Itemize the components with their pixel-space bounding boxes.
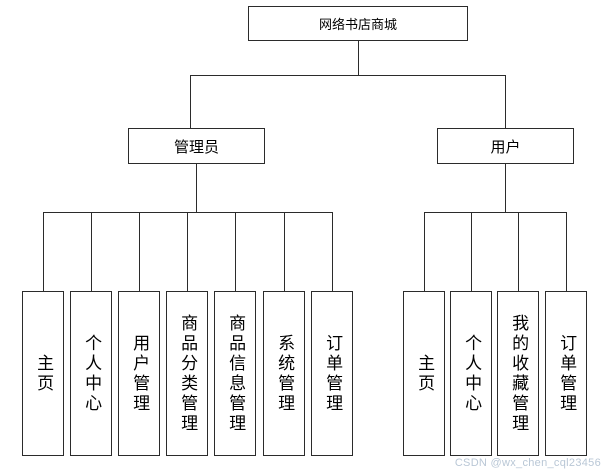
node-leaf-user-4[interactable]: 订单管理 xyxy=(545,291,587,456)
node-leaf-user-1[interactable]: 主页 xyxy=(403,291,445,456)
connector-admin-leaf-drop-4 xyxy=(187,212,188,291)
node-leaf-admin-6-label: 系统管理 xyxy=(275,333,295,414)
node-leaf-user-1-label: 主页 xyxy=(415,353,435,394)
node-leaf-admin-6[interactable]: 系统管理 xyxy=(263,291,305,456)
node-root-label: 网络书店商城 xyxy=(318,17,397,32)
watermark: CSDN @wx_chen_cql23456 xyxy=(454,457,601,469)
connector-root-stem xyxy=(358,41,359,75)
node-leaf-admin-3[interactable]: 用户管理 xyxy=(118,291,160,456)
node-leaf-admin-7[interactable]: 订单管理 xyxy=(311,291,353,456)
node-leaf-user-2-label: 个人中心 xyxy=(462,333,482,414)
node-branch-admin-label: 管理员 xyxy=(173,138,219,156)
connector-user-leaf-drop-1 xyxy=(424,212,425,291)
connector-admin-leaf-drop-7 xyxy=(332,212,333,291)
node-leaf-user-2[interactable]: 个人中心 xyxy=(450,291,492,456)
connector-user-leaf-drop-2 xyxy=(471,212,472,291)
node-leaf-admin-5[interactable]: 商品信息管理 xyxy=(214,291,256,456)
connector-admin-leaf-drop-1 xyxy=(43,212,44,291)
connector-user-leaf-drop-3 xyxy=(518,212,519,291)
node-branch-user-label: 用户 xyxy=(490,138,521,156)
node-leaf-user-4-label: 订单管理 xyxy=(557,333,577,414)
node-leaf-admin-4-label: 商品分类管理 xyxy=(178,313,198,434)
connector-admin-leaf-drop-3 xyxy=(139,212,140,291)
connector-admin-bus xyxy=(43,212,333,213)
connector-user-bus xyxy=(424,212,566,213)
node-leaf-admin-2[interactable]: 个人中心 xyxy=(70,291,112,456)
connector-admin-stem xyxy=(196,164,197,212)
node-leaf-admin-1[interactable]: 主页 xyxy=(22,291,64,456)
connector-admin-leaf-drop-5 xyxy=(235,212,236,291)
node-leaf-admin-4[interactable]: 商品分类管理 xyxy=(166,291,208,456)
node-root[interactable]: 网络书店商城 xyxy=(248,6,468,41)
connector-level2-bus xyxy=(190,75,506,76)
connector-user-stem xyxy=(505,164,506,212)
connector-branch-user-drop xyxy=(505,75,506,128)
node-branch-admin[interactable]: 管理员 xyxy=(128,128,265,164)
node-leaf-admin-2-label: 个人中心 xyxy=(82,333,102,414)
connector-admin-leaf-drop-6 xyxy=(284,212,285,291)
node-leaf-admin-3-label: 用户管理 xyxy=(130,333,150,414)
node-leaf-user-3[interactable]: 我的收藏管理 xyxy=(497,291,539,456)
connector-admin-leaf-drop-2 xyxy=(91,212,92,291)
node-leaf-admin-7-label: 订单管理 xyxy=(323,333,343,414)
node-leaf-admin-1-label: 主页 xyxy=(34,353,54,394)
node-leaf-user-3-label: 我的收藏管理 xyxy=(509,313,529,434)
connector-branch-admin-drop xyxy=(190,75,191,128)
node-branch-user[interactable]: 用户 xyxy=(437,128,574,164)
node-leaf-admin-5-label: 商品信息管理 xyxy=(226,313,246,434)
connector-user-leaf-drop-4 xyxy=(566,212,567,291)
